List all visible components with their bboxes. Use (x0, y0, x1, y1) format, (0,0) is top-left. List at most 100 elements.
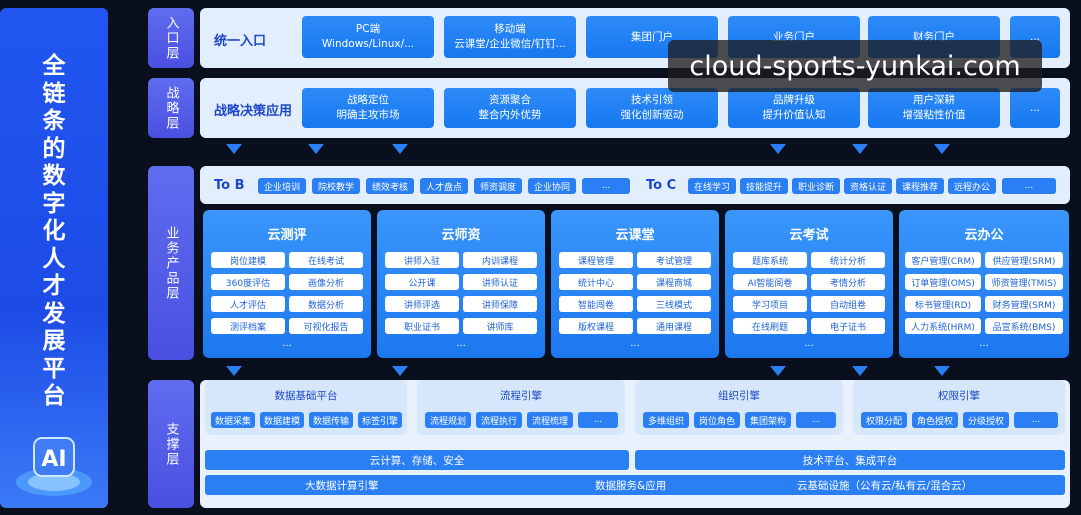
product-card[interactable]: 云课堂 课程管理 考试管理 统计中心 课程商城 智能闯卷 三线模式 版权课程 通… (551, 210, 719, 358)
engine-tag[interactable]: 数据建模 (260, 412, 304, 428)
engine-tag[interactable]: 流程规划 (425, 412, 471, 428)
engine-card[interactable]: 流程引擎 流程规划 流程执行 流程梳理 ... (417, 380, 625, 435)
engine-card[interactable]: 组织引擎 多维组织 岗位角色 集团架构 ... (635, 380, 843, 435)
engine-tag[interactable]: 数据采集 (211, 412, 255, 428)
product-card[interactable]: 云考试 题库系统 统计分析 AI智能阅卷 考情分析 学习项目 自动组卷 在线刷题… (725, 210, 893, 358)
toc-item-more[interactable]: ... (1002, 178, 1056, 194)
watermark: cloud-sports-yunkai.com (668, 40, 1042, 92)
product-tag[interactable]: 讲师库 (463, 318, 537, 334)
product-tag[interactable]: 人力系统(HRM) (905, 318, 981, 334)
product-tag[interactable]: 标书管理(RD) (905, 296, 981, 312)
strategy-card-more[interactable]: ... (1010, 88, 1060, 128)
strategy-card[interactable]: 战略定位 明确主攻市场 (302, 88, 434, 128)
engine-tag-more[interactable]: ... (578, 412, 618, 428)
entry-card[interactable]: PC端 Windows/Linux/... (302, 16, 434, 58)
tob-item[interactable]: 师资调度 (474, 178, 522, 194)
engine-tag[interactable]: 权限分配 (861, 412, 907, 428)
product-tag[interactable]: 公开课 (385, 274, 459, 290)
product-tag[interactable]: 订单管理(OMS) (905, 274, 981, 290)
product-card[interactable]: 云师资 讲师入驻 内训课程 公开课 讲师认证 讲师评选 讲师保障 职业证书 讲师… (377, 210, 545, 358)
product-tag[interactable]: 题库系统 (733, 252, 807, 268)
infra-bar[interactable]: 云计算、存储、安全 (205, 450, 629, 470)
product-tag[interactable]: 统计中心 (559, 274, 633, 290)
down-arrow-icon (770, 366, 786, 376)
toc-item[interactable]: 技能提升 (740, 178, 788, 194)
engine-tag[interactable]: 数据传输 (309, 412, 353, 428)
engine-tag[interactable]: 分级授权 (963, 412, 1009, 428)
product-tag[interactable]: 品宣系统(BMS) (985, 318, 1063, 334)
engine-card[interactable]: 数据基础平台 数据采集 数据建模 数据传输 标签引擎 (205, 380, 407, 435)
product-tag[interactable]: 统计分析 (811, 252, 885, 268)
toc-item[interactable]: 远程办公 (948, 178, 996, 194)
card-line: 云课堂/企业微信/钉钉... (454, 38, 566, 50)
title-char: 链 (42, 80, 66, 107)
product-tag[interactable]: 师资管理(TMIS) (985, 274, 1063, 290)
product-tag[interactable]: 三线模式 (637, 296, 711, 312)
engine-card[interactable]: 权限引擎 权限分配 角色授权 分级授权 ... (853, 380, 1065, 435)
product-tag[interactable]: 版权课程 (559, 318, 633, 334)
tob-item[interactable]: 人才盘点 (420, 178, 468, 194)
product-tag[interactable]: 可视化报告 (289, 318, 363, 334)
tob-item[interactable]: 院校教学 (312, 178, 360, 194)
product-tag[interactable]: 讲师认证 (463, 274, 537, 290)
product-tag[interactable]: 通用课程 (637, 318, 711, 334)
product-tag[interactable]: 岗位建模 (211, 252, 285, 268)
product-tag[interactable]: 课程商城 (637, 274, 711, 290)
toc-item[interactable]: 职业诊断 (792, 178, 840, 194)
toc-item[interactable]: 在线学习 (688, 178, 736, 194)
product-tag[interactable]: 人才评估 (211, 296, 285, 312)
product-tag[interactable]: 智能闯卷 (559, 296, 633, 312)
product-tag[interactable]: 自动组卷 (811, 296, 885, 312)
product-tag[interactable]: 360度评估 (211, 274, 285, 290)
engine-tag[interactable]: 标签引擎 (358, 412, 402, 428)
product-tag[interactable]: 财务管理(SRM) (985, 296, 1063, 312)
toc-item[interactable]: 课程推荐 (896, 178, 944, 194)
down-arrow-icon (392, 366, 408, 376)
product-tag[interactable]: 讲师保障 (463, 296, 537, 312)
engine-tag[interactable]: 多维组织 (643, 412, 689, 428)
engine-tag[interactable]: 流程执行 (476, 412, 522, 428)
product-tag[interactable]: 画像分析 (289, 274, 363, 290)
tob-item[interactable]: 企业培训 (258, 178, 306, 194)
product-tag[interactable]: 学习项目 (733, 296, 807, 312)
engine-tag[interactable]: 集团架构 (745, 412, 791, 428)
product-tag[interactable]: 内训课程 (463, 252, 537, 268)
product-tag[interactable]: 电子证书 (811, 318, 885, 334)
product-tag[interactable]: 客户管理(CRM) (905, 252, 981, 268)
product-tag[interactable]: 在线刷题 (733, 318, 807, 334)
product-tag[interactable]: AI智能阅卷 (733, 274, 807, 290)
engine-tag[interactable]: 流程梳理 (527, 412, 573, 428)
engine-tag[interactable]: 角色授权 (912, 412, 958, 428)
product-card[interactable]: 云办公 客户管理(CRM) 供应管理(SRM) 订单管理(OMS) 师资管理(T… (899, 210, 1069, 358)
infra-bar[interactable]: 技术平台、集成平台 (635, 450, 1065, 470)
product-tag[interactable]: 讲师评选 (385, 296, 459, 312)
product-tag[interactable]: 考情分析 (811, 274, 885, 290)
product-tag[interactable]: 测评档案 (211, 318, 285, 334)
product-tag[interactable]: 数据分析 (289, 296, 363, 312)
tob-item[interactable]: 绩效考核 (366, 178, 414, 194)
product-tag[interactable]: 课程管理 (559, 252, 633, 268)
card-line: 战略定位 (347, 94, 389, 106)
engine-tag-more[interactable]: ... (1014, 412, 1058, 428)
down-arrow-icon (852, 144, 868, 154)
product-card[interactable]: 云测评 岗位建模 在线考试 360度评估 画像分析 人才评估 数据分析 测评档案… (203, 210, 371, 358)
strategy-card[interactable]: 技术引领 强化创新驱动 (586, 88, 718, 128)
strategy-card[interactable]: 资源聚合 整合内外优势 (444, 88, 576, 128)
product-tag[interactable]: 考试管理 (637, 252, 711, 268)
engine-tag-more[interactable]: ... (796, 412, 836, 428)
card-line: 增强粘性价值 (902, 109, 966, 121)
title-char: 展 (42, 328, 66, 354)
strategy-card[interactable]: 用户深耕 增强粘性价值 (868, 88, 1000, 128)
tob-item-more[interactable]: ... (582, 178, 630, 194)
product-tag[interactable]: 在线考试 (289, 252, 363, 268)
product-tag[interactable]: 职业证书 (385, 318, 459, 334)
engine-tag[interactable]: 岗位角色 (694, 412, 740, 428)
entry-card[interactable]: 移动端 云课堂/企业微信/钉钉... (444, 16, 576, 58)
product-tag[interactable]: 供应管理(SRM) (985, 252, 1063, 268)
infra-bar-full[interactable]: 大数据计算引擎 数据服务&应用 云基础设施（公有云/私有云/混合云） (205, 475, 1065, 495)
product-tag[interactable]: 讲师入驻 (385, 252, 459, 268)
toc-item[interactable]: 资格认证 (844, 178, 892, 194)
tob-item[interactable]: 企业协同 (528, 178, 576, 194)
more-indicator: ... (282, 338, 292, 349)
strategy-card[interactable]: 品牌升级 提升价值认知 (728, 88, 860, 128)
